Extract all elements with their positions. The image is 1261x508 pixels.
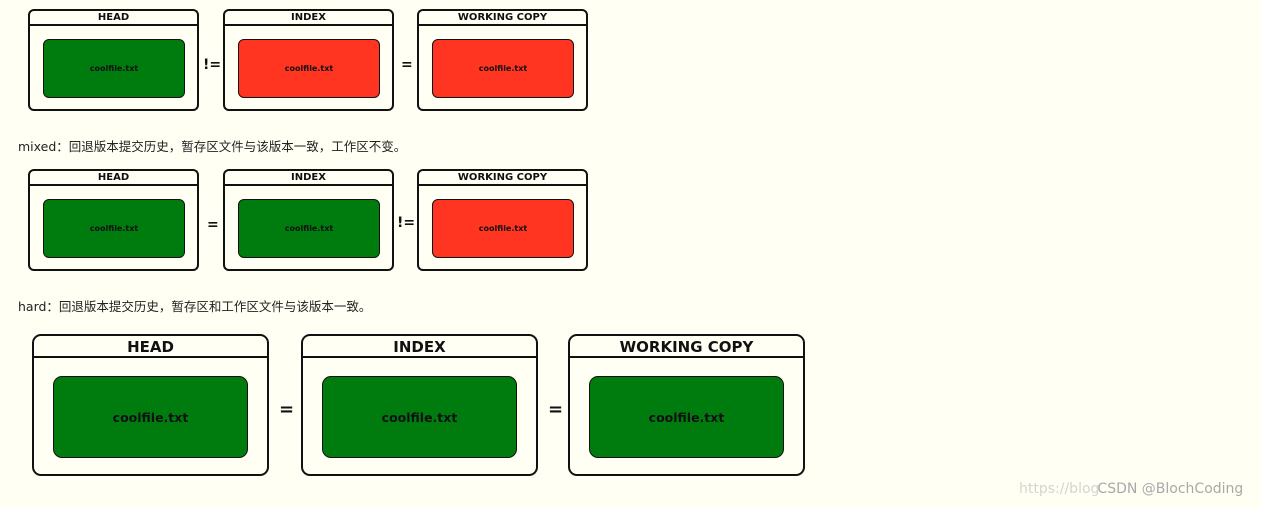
index-title: INDEX [225, 11, 392, 26]
equal-operator: = [207, 217, 219, 233]
hard-caption: hard：回退版本提交历史，暂存区和工作区文件与该版本一致。 [18, 299, 372, 314]
index-title: INDEX [225, 171, 392, 186]
not-equal-operator: != [397, 215, 416, 231]
working-copy-title: WORKING COPY [570, 336, 803, 358]
head-title: HEAD [30, 11, 197, 26]
not-equal-operator: != [203, 57, 222, 73]
index-box: INDEX coolfile.txt [223, 9, 394, 111]
working-copy-box: WORKING COPY coolfile.txt [417, 169, 588, 271]
mixed-caption: mixed：回退版本提交历史，暂存区文件与该版本一致，工作区不变。 [18, 139, 407, 154]
working-copy-file: coolfile.txt [589, 376, 784, 458]
equal-operator: = [401, 57, 413, 73]
head-file: coolfile.txt [53, 376, 248, 458]
head-file: coolfile.txt [43, 199, 185, 258]
watermark: https://blogCSDN @BlochCoding [1019, 481, 1243, 497]
index-file: coolfile.txt [322, 376, 517, 458]
index-title: INDEX [303, 336, 536, 358]
working-copy-file: coolfile.txt [432, 39, 574, 98]
head-box: HEAD coolfile.txt [28, 9, 199, 111]
working-copy-title: WORKING COPY [419, 171, 586, 186]
equal-operator: = [279, 399, 295, 420]
index-file: coolfile.txt [238, 199, 380, 258]
index-box: INDEX coolfile.txt [223, 169, 394, 271]
head-title: HEAD [34, 336, 267, 358]
index-box: INDEX coolfile.txt [301, 334, 538, 476]
watermark-csdn: CSDN @BlochCoding [1097, 481, 1244, 497]
head-box: HEAD coolfile.txt [32, 334, 269, 476]
working-copy-title: WORKING COPY [419, 11, 586, 26]
index-file: coolfile.txt [238, 39, 380, 98]
working-copy-box: WORKING COPY coolfile.txt [568, 334, 805, 476]
equal-operator: = [548, 399, 564, 420]
head-title: HEAD [30, 171, 197, 186]
head-box: HEAD coolfile.txt [28, 169, 199, 271]
head-file: coolfile.txt [43, 39, 185, 98]
working-copy-file: coolfile.txt [432, 199, 574, 258]
watermark-url: https://blog [1019, 481, 1100, 497]
working-copy-box: WORKING COPY coolfile.txt [417, 9, 588, 111]
